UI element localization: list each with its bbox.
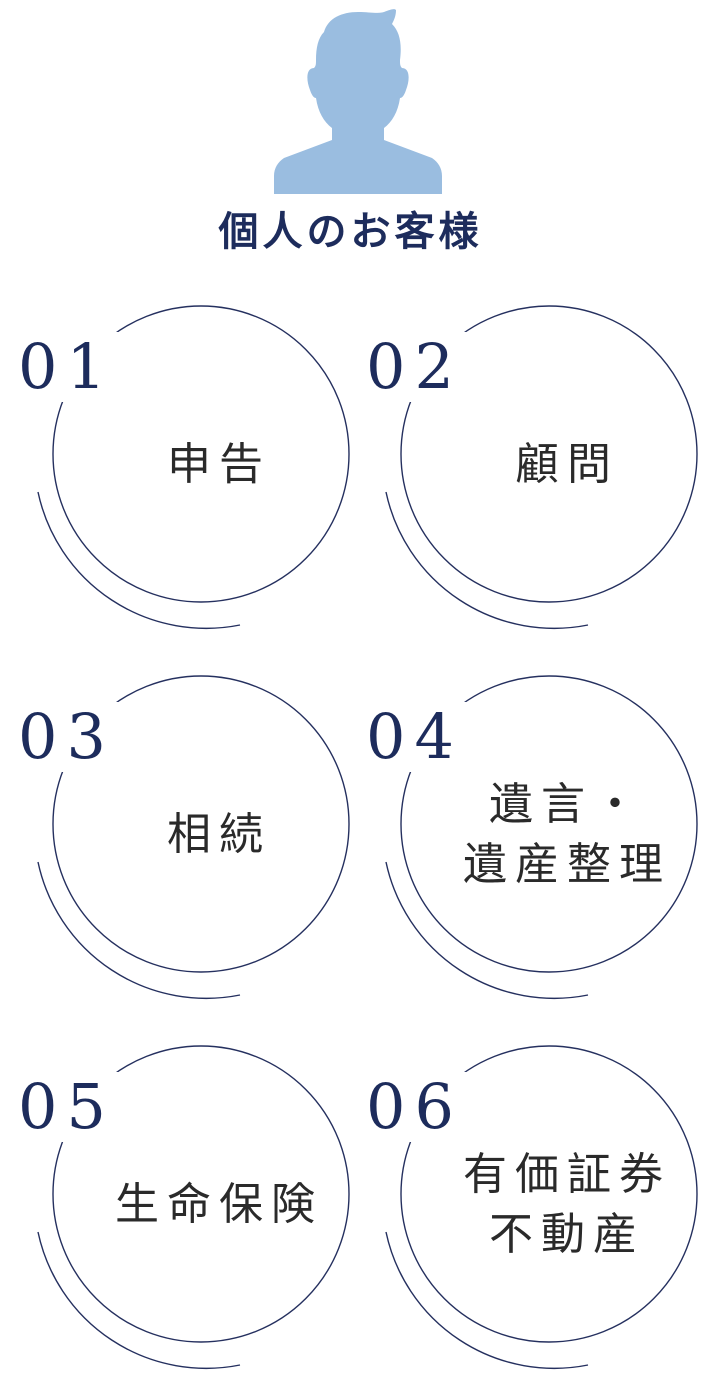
service-number: 04 [366,702,467,772]
outer-circle [52,675,350,973]
service-item-advisory[interactable]: 02 顧問 [366,300,698,630]
service-label-line: 申告 [167,439,271,490]
service-number: 01 [18,332,119,402]
service-label-line: 遺言・ [489,779,645,830]
service-number: 06 [366,1072,467,1142]
service-label: 相続 [72,670,366,1000]
circle-frame [37,675,350,1000]
service-item-tax-return[interactable]: 01 申告 [18,300,350,630]
service-label: 有価証券 不動産 [420,1040,701,1370]
service-label-line: 相続 [167,809,271,860]
service-label: 顧問 [420,300,701,630]
accent-arc [385,491,589,630]
outer-circle [52,1045,350,1343]
service-label-line: 遺産整理 [463,839,671,890]
outer-circle [400,1045,698,1343]
accent-arc [385,861,589,1000]
service-label-line: 不動産 [489,1209,645,1260]
circle-frame [385,675,698,1000]
circle-frame [37,305,350,630]
service-item-securities-real-estate[interactable]: 06 有価証券 不動産 [366,1040,698,1370]
service-label: 遺言・ 遺産整理 [420,670,701,1000]
circle-frame [37,1045,350,1370]
section-title: 個人のお客様 [218,208,483,255]
service-label: 生命保険 [72,1040,366,1370]
service-label: 申告 [72,300,366,630]
service-item-life-insurance[interactable]: 05 生命保険 [18,1040,350,1370]
person-silhouette-icon [274,9,442,194]
accent-arc [37,491,241,630]
accent-arc [385,1231,589,1370]
circle-frame [385,1045,698,1370]
service-number: 05 [18,1072,119,1142]
outer-circle [52,305,350,603]
accent-arc [37,861,241,1000]
service-label-line: 生命保険 [115,1179,323,1230]
service-item-inheritance[interactable]: 03 相続 [18,670,350,1000]
service-label-line: 有価証券 [463,1149,671,1200]
outer-circle [400,305,698,603]
service-item-will-estate[interactable]: 04 遺言・ 遺産整理 [366,670,698,1000]
service-number: 02 [366,332,467,402]
circle-frame [385,305,698,630]
service-label-line: 顧問 [515,439,619,490]
accent-arc [37,1231,241,1370]
outer-circle [400,675,698,973]
service-number: 03 [18,702,119,772]
customer-header: 個人のお客様 [0,0,701,270]
